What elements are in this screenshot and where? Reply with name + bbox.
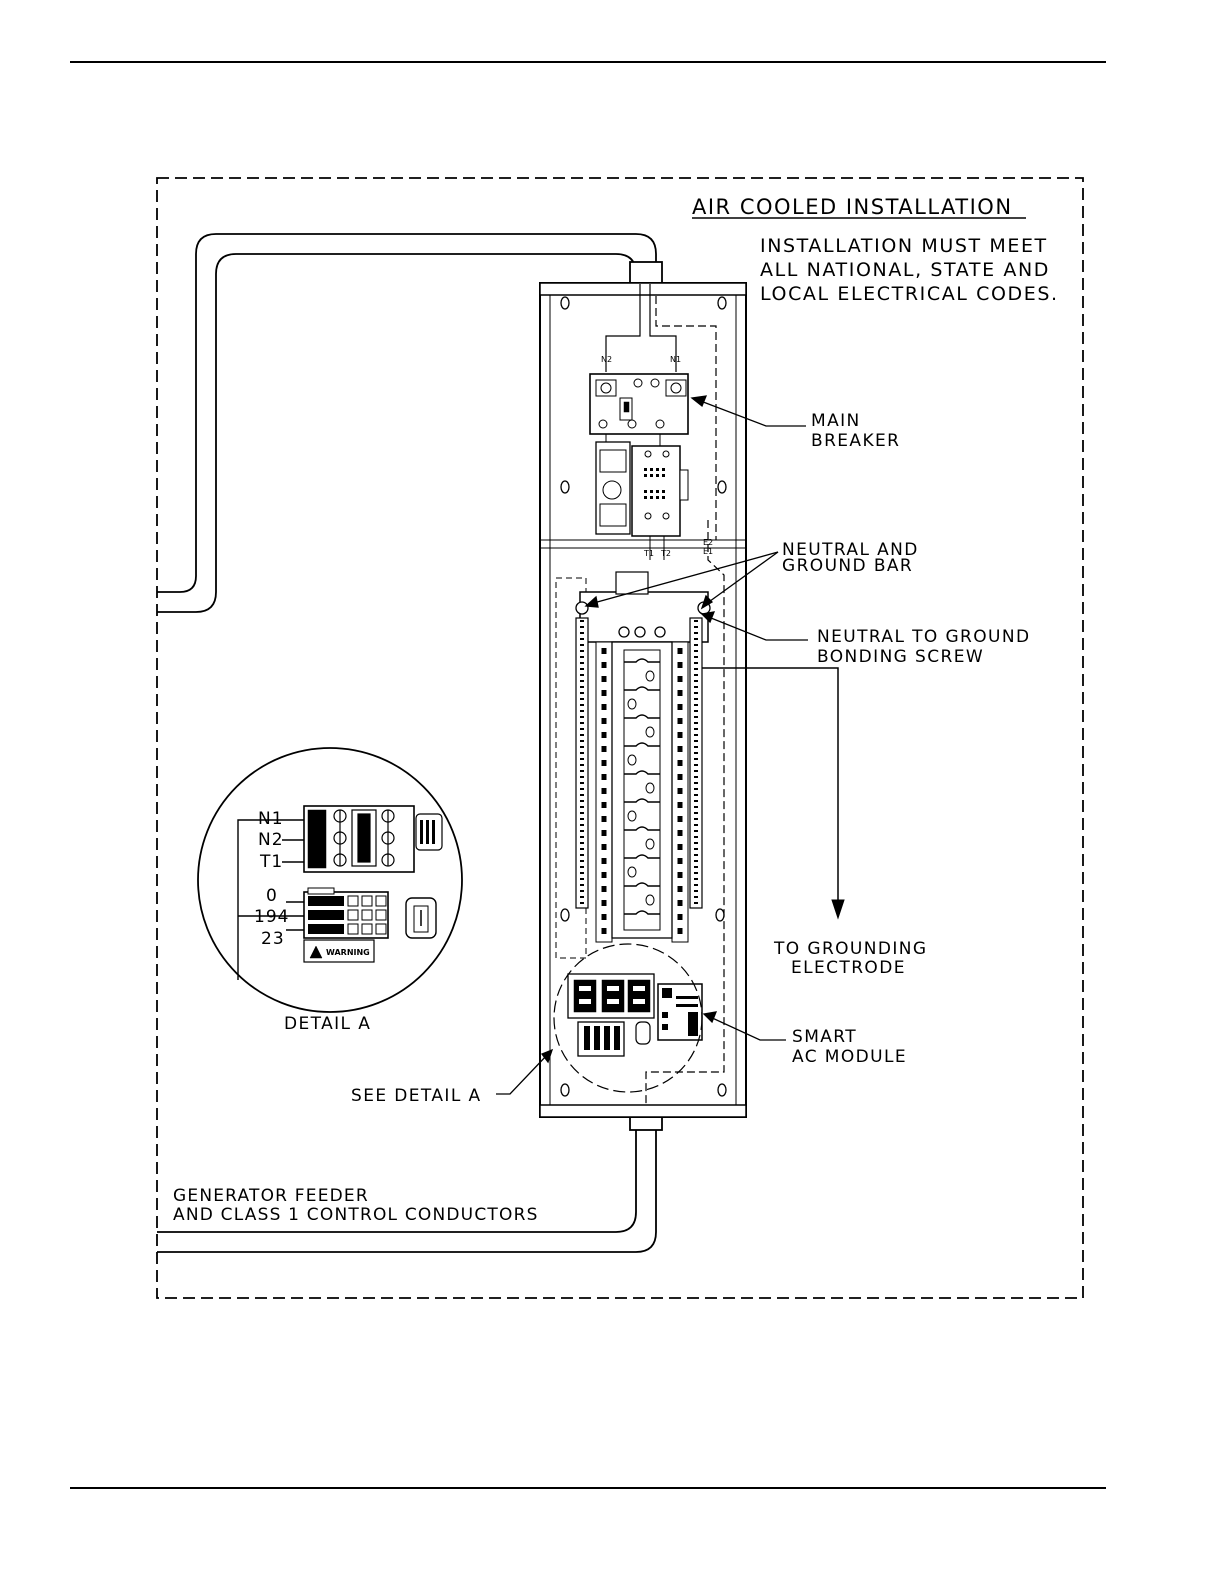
lower-conduit — [157, 1107, 663, 1253]
detail-wire-23: 23 — [261, 929, 285, 949]
callout-bonding-screw-2: BONDING SCREW — [817, 647, 984, 667]
callout-smart-ac-1: SMART — [792, 1027, 857, 1047]
terminal-t1-label: T1 — [643, 549, 654, 558]
feeder-dashed-run — [645, 520, 725, 1105]
terminal-t2-label: T2 — [660, 549, 671, 558]
incoming-conductors — [605, 284, 717, 540]
code-note-line-1: INSTALLATION MUST MEET — [760, 235, 1048, 257]
callout-main-breaker-2: BREAKER — [811, 431, 900, 451]
terminal-n2-label: N2 — [601, 355, 612, 364]
callout-neutral-ground-1: NEUTRAL AND — [782, 540, 919, 560]
diagram-title: AIR COOLED INSTALLATION — [692, 195, 1013, 219]
code-note-line-2: ALL NATIONAL, STATE AND — [760, 259, 1050, 281]
callout-see-detail: SEE DETAIL A — [351, 1086, 482, 1106]
main-breaker — [589, 373, 689, 446]
detail-wire-t1: T1 — [259, 852, 283, 872]
callout-leaders — [496, 395, 808, 1095]
callout-smart-ac-2: AC MODULE — [792, 1047, 907, 1067]
callout-neutral-ground-2: GROUND BAR — [782, 556, 913, 576]
callout-feeder-2: AND CLASS 1 CONTROL CONDUCTORS — [173, 1205, 539, 1225]
upper-conduit — [157, 233, 663, 613]
callout-feeder-1: GENERATOR FEEDER — [173, 1186, 369, 1206]
callout-bonding-screw-1: NEUTRAL TO GROUND — [817, 627, 1031, 647]
detail-wire-194: 194 — [254, 907, 289, 927]
detail-wire-n1: N1 — [258, 809, 284, 829]
detail-caption: DETAIL A — [284, 1014, 371, 1034]
callout-grounding-electrode-2: ELECTRODE — [791, 958, 906, 978]
terminal-e2-label: E2 — [703, 538, 713, 547]
transfer-switch — [595, 441, 689, 560]
detail-warning-label: WARNING — [326, 948, 370, 957]
breaker-section — [555, 571, 845, 959]
lower-modules — [553, 943, 703, 1093]
detail-wire-0: 0 — [266, 886, 278, 906]
terminal-n1-label: N1 — [670, 355, 681, 364]
callout-grounding-electrode-1: TO GROUNDING — [773, 939, 928, 959]
code-note-line-3: LOCAL ELECTRICAL CODES. — [760, 283, 1059, 305]
callout-main-breaker-1: MAIN — [811, 411, 861, 431]
detail-a — [197, 747, 463, 1013]
detail-wire-n2: N2 — [258, 830, 284, 850]
installation-boundary — [156, 177, 1084, 1299]
